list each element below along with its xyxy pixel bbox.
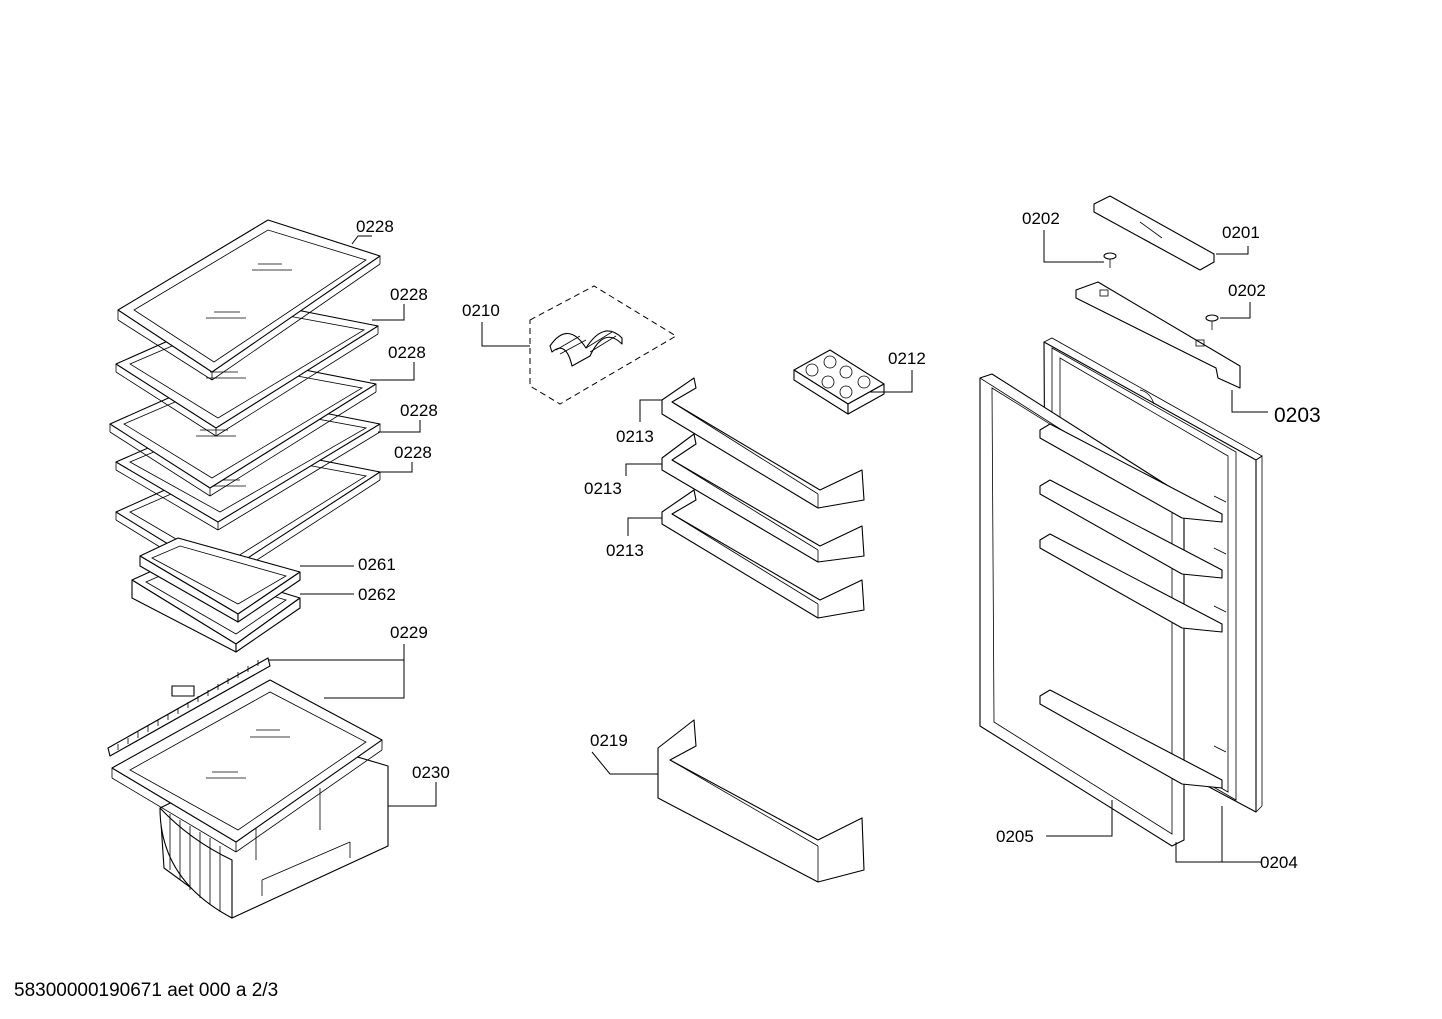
- callout-0228-a: 0228: [356, 217, 394, 236]
- door-shelf-3: [661, 489, 865, 619]
- callout-0262: 0262: [358, 585, 396, 604]
- callout-0213-a: 0213: [616, 427, 654, 446]
- screw-2: [1205, 314, 1219, 330]
- callout-0210: 0210: [462, 301, 500, 320]
- callout-0202-b: 0202: [1228, 281, 1266, 300]
- callout-0230: 0230: [412, 763, 450, 782]
- callout-0261: 0261: [358, 555, 396, 574]
- bottle-shelf: [657, 719, 865, 883]
- callout-0219: 0219: [590, 731, 628, 750]
- callout-0212: 0212: [888, 349, 926, 368]
- door-shelves: [661, 377, 865, 619]
- callout-0204: 0204: [1260, 853, 1298, 872]
- callout-0228-b: 0228: [390, 285, 428, 304]
- callout-0229: 0229: [390, 623, 428, 642]
- glass-shelf-1: [117, 219, 381, 381]
- door-bins-inner: [1039, 423, 1223, 789]
- callout-0202-a: 0202: [1022, 209, 1060, 228]
- small-drawers: [131, 537, 301, 653]
- document-code: 58300000190671 aet 000 a 2/3: [14, 980, 279, 1001]
- vent-strip: [107, 657, 271, 757]
- crisper-cover: [111, 679, 383, 853]
- callout-labels: 0228 0228 0228 0228 0228 0261 0262 0229 …: [356, 209, 1321, 872]
- glass-shelves: [109, 219, 381, 585]
- leader-lines: [268, 230, 1268, 863]
- egg-tray: [793, 349, 885, 415]
- callout-0228-c: 0228: [388, 343, 426, 362]
- screw-1: [1103, 252, 1117, 268]
- door-shelf-1: [661, 377, 865, 509]
- callout-0213-c: 0213: [606, 541, 644, 560]
- callout-0213-b: 0213: [584, 479, 622, 498]
- callout-0203: 0203: [1274, 404, 1321, 427]
- callout-0228-e: 0228: [394, 443, 432, 462]
- hinge-bracket: [1075, 281, 1241, 389]
- callout-0205: 0205: [996, 827, 1034, 846]
- callout-0228-d: 0228: [400, 401, 438, 420]
- drawer-upper: [139, 537, 301, 623]
- crisper-assembly: [107, 657, 389, 919]
- door-shelf-2: [661, 433, 865, 563]
- callout-0201: 0201: [1222, 223, 1260, 242]
- wine-rack: [529, 285, 677, 405]
- door-hinge-cover: [1093, 195, 1215, 271]
